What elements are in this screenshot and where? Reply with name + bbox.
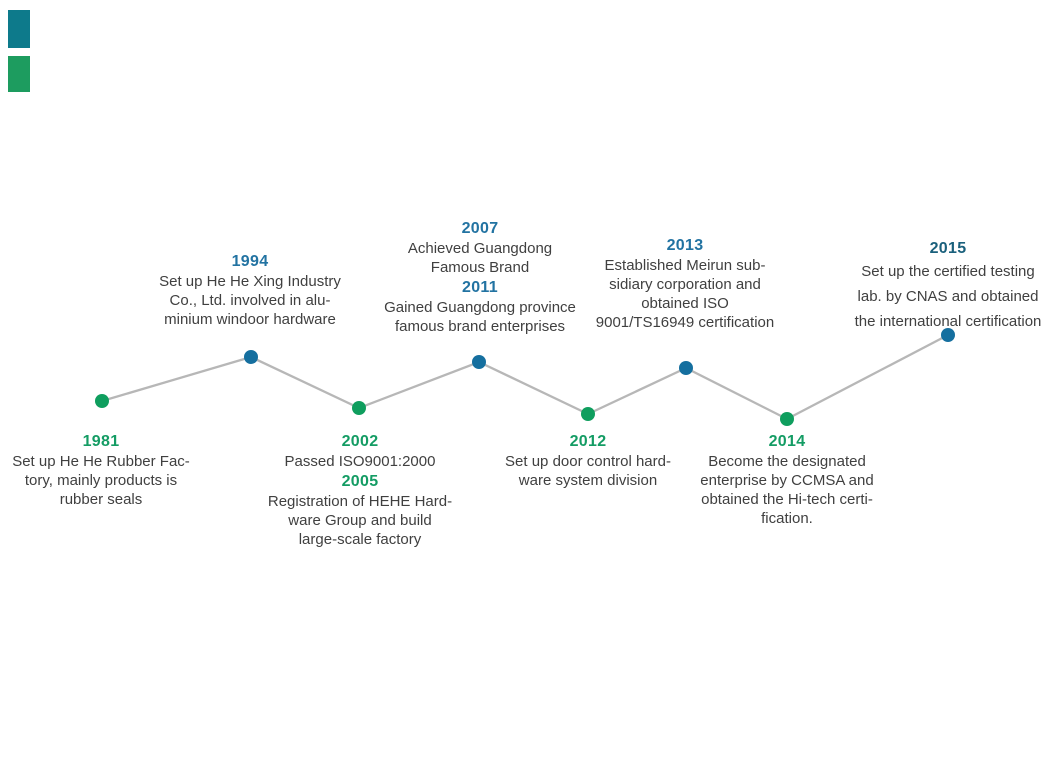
- year-label-2011: 2011: [462, 279, 498, 296]
- entry-text-line: tory, mainly products is: [24, 472, 178, 489]
- entry-text-line: Achieved Guangdong: [407, 240, 553, 257]
- timeline-dot-2013: [679, 361, 693, 375]
- timeline-dot-2007-2011: [472, 355, 486, 369]
- entry-text-line: ware Group and build: [288, 512, 432, 529]
- entry-text-line: Set up He He Xing Industry: [159, 273, 341, 290]
- entry-text-line: sidiary corporation and: [609, 276, 761, 293]
- timeline-dot-2002-2005: [352, 401, 366, 415]
- entry-text-line: Passed ISO9001:2000: [284, 453, 436, 470]
- year-label-2007: 2007: [461, 220, 499, 237]
- entry-text-line: famous brand enterprises: [394, 318, 566, 335]
- entry-text-line: fication.: [761, 510, 813, 527]
- year-label-2012: 2012: [569, 433, 607, 450]
- year-label-2015: 2015: [929, 240, 967, 257]
- entry-text-line: obtained the Hi-tech certi-: [701, 491, 873, 508]
- entry-text-line: Registration of HEHE Hard-: [267, 493, 453, 510]
- entry-text-line: Gained Guangdong province: [384, 299, 576, 316]
- entry-text-line: 9001/TS16949 certification: [595, 314, 775, 331]
- timeline-dot-1994: [244, 350, 258, 364]
- corner-swatch-green: [8, 56, 30, 92]
- entry-text-line: enterprise by CCMSA and: [700, 472, 874, 489]
- timeline-dot-2014: [780, 412, 794, 426]
- year-label-1994: 1994: [231, 253, 269, 270]
- entry-text-line: Become the designated: [708, 453, 866, 470]
- entry-text-line: Co., Ltd. involved in alu-: [169, 292, 331, 309]
- year-label-2014: 2014: [768, 433, 806, 450]
- entry-text-line: rubber seals: [59, 491, 143, 508]
- year-label-2013: 2013: [666, 237, 704, 254]
- entry-text-line: Set up the certified testing: [861, 263, 1035, 280]
- entry-text-line: Famous Brand: [430, 259, 530, 276]
- entry-text-line: Set up He He Rubber Fac-: [12, 453, 190, 470]
- entry-text-line: Established Meirun sub-: [604, 257, 766, 274]
- timeline-line: [101, 333, 949, 421]
- timeline-dot-2015: [941, 328, 955, 342]
- entry-text-line: large-scale factory: [298, 531, 422, 548]
- timeline-dot-2012: [581, 407, 595, 421]
- entry-text-line: Set up door control hard-: [505, 453, 671, 470]
- year-label-2002: 2002: [341, 433, 379, 450]
- entry-text-line: lab. by CNAS and obtained: [857, 288, 1039, 305]
- year-label-2005: 2005: [341, 473, 379, 490]
- entry-text-line: obtained ISO: [641, 295, 729, 312]
- entry-text-line: ware system division: [518, 472, 658, 489]
- corner-swatch-teal: [8, 10, 30, 48]
- entry-text-line: minium windoor hardware: [164, 311, 336, 328]
- year-label-1981: 1981: [82, 433, 120, 450]
- entry-text-line: the international certification: [854, 313, 1042, 330]
- timeline-dot-1981: [95, 394, 109, 408]
